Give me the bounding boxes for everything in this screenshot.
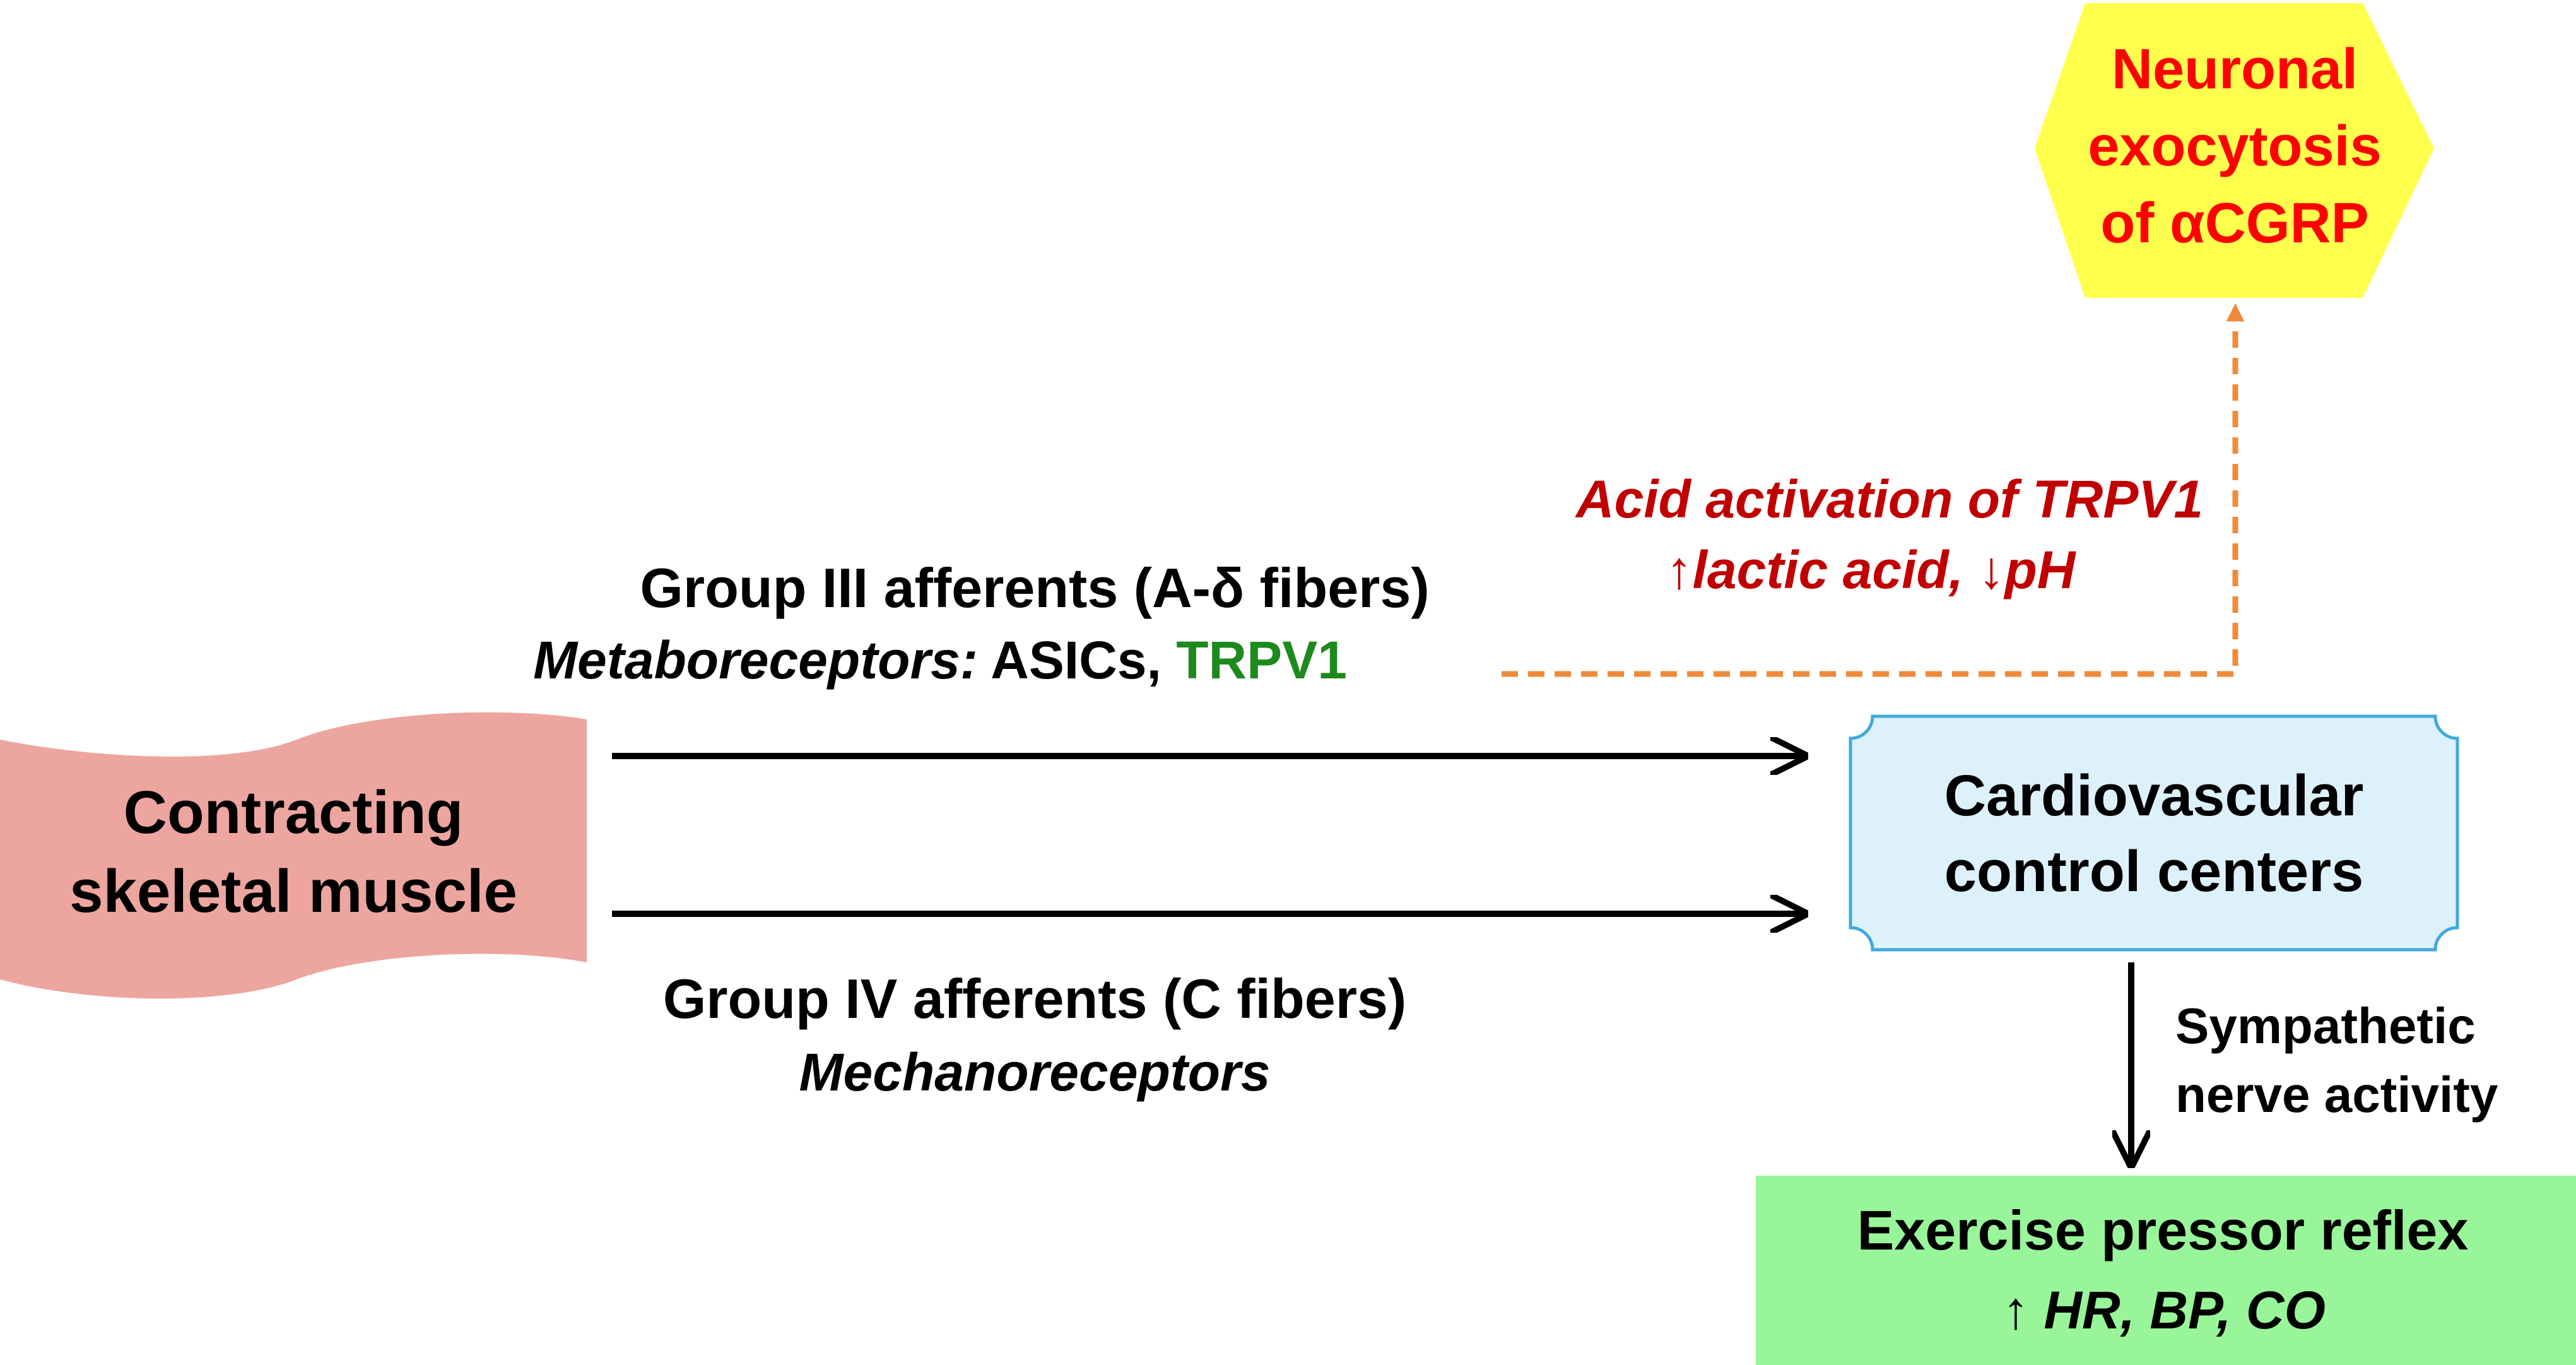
exocytosis-line1: Neuronal: [2112, 38, 2358, 101]
pressor-up-arrow: ↑: [2003, 1280, 2044, 1340]
group3-receptors-trpv1: TRPV1: [1176, 630, 1347, 690]
exocytosis-node: Neuronal exocytosis of αCGRP: [2035, 3, 2434, 298]
group3-receptors-mid: ASICs,: [978, 630, 1176, 690]
exocytosis-line3: of αCGRP: [2100, 192, 2368, 255]
sympathetic-label-line1: Sympathetic: [2175, 998, 2476, 1054]
acid-label-line1: Acid activation of TRPV1: [1575, 470, 2203, 529]
pressor-shape: [1756, 1176, 2576, 1365]
pressor-label-line2: ↑ HR, BP, CO: [2003, 1280, 2326, 1340]
group3-receptors-prefix: Metaboreceptors:: [533, 630, 978, 690]
muscle-label-line1: Contracting: [124, 779, 464, 846]
group3-title: Group III afferents (A-δ fibers): [640, 557, 1429, 619]
sympathetic-label-line2: nerve activity: [2175, 1067, 2498, 1123]
muscle-shape: [0, 712, 587, 999]
acid-label-line2: ↑lactic acid, ↓pH: [1666, 540, 2077, 600]
group4-title: Group IV afferents (C fibers): [663, 967, 1406, 1030]
muscle-node: Contracting skeletal muscle: [0, 712, 587, 999]
pressor-label-line1: Exercise pressor reflex: [1857, 1199, 2469, 1262]
muscle-label-line2: skeletal muscle: [69, 858, 517, 925]
group4-receptors: Mechanoreceptors: [799, 1043, 1271, 1102]
pressor-values: HR, BP, CO: [2044, 1280, 2326, 1340]
cardio-node: Cardiovascular control centers: [1849, 714, 2459, 952]
exocytosis-line2: exocytosis: [2088, 115, 2381, 178]
cardio-label-line1: Cardiovascular: [1944, 764, 2364, 828]
cardio-shape: [1849, 714, 2459, 952]
exocytosis-shape: [2035, 3, 2434, 298]
pressor-node: Exercise pressor reflex ↑ HR, BP, CO: [1756, 1176, 2576, 1365]
group3-receptors: Metaboreceptors: ASICs, TRPV1: [533, 630, 1347, 690]
trpv1-dashed-arrow: [1502, 303, 2245, 677]
cardio-label-line2: control centers: [1944, 839, 2364, 904]
